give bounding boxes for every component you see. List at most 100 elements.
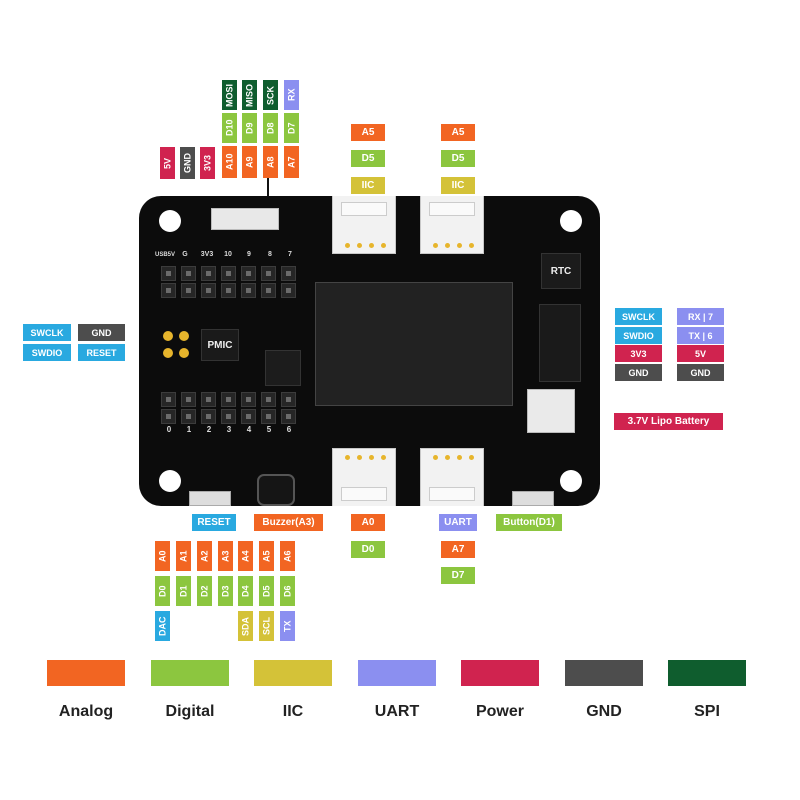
pin-label-a10: A10 [222, 146, 237, 178]
silk-label: 9 [247, 251, 251, 258]
callout-grove-d0: D0 [351, 541, 385, 558]
legend-swatch-spi [668, 660, 746, 686]
silk-label: 2 [206, 425, 212, 434]
legend-swatch-digital [151, 660, 229, 686]
pin-label-a0: A0 [155, 541, 170, 571]
header-pin [241, 409, 256, 424]
gold-pad [163, 348, 173, 358]
legend-swatch-gnd [565, 660, 643, 686]
callout-uart-d7: D7 [441, 567, 475, 584]
header-pin [201, 283, 216, 298]
header-pin [241, 283, 256, 298]
header-pin [221, 392, 236, 407]
grove-connector [332, 196, 396, 254]
silk-label: 1 [186, 425, 192, 434]
pin-label-3v3: 3V3 [200, 147, 215, 179]
pin-label-d6: D6 [280, 576, 295, 606]
silk-label: 0 [166, 425, 172, 434]
pin-label-d5: D5 [259, 576, 274, 606]
header-pin [281, 283, 296, 298]
swd-reset: RESET [78, 344, 125, 361]
pin-label-miso: MISO [242, 80, 257, 110]
header-pin [221, 409, 236, 424]
pin-label-a8: A8 [263, 146, 278, 178]
pin-label-5v: 5V [160, 147, 175, 179]
silk-label: 4 [246, 425, 252, 434]
grove-tr-analog: A5 [441, 124, 475, 141]
grove-tl-analog: A5 [351, 124, 385, 141]
pin-label-d9: D9 [242, 113, 257, 143]
header-pin [261, 266, 276, 281]
header-pin [181, 392, 196, 407]
gold-pad [179, 331, 189, 341]
grove-tl-digital: D5 [351, 150, 385, 167]
pin-label-d7: D7 [284, 113, 299, 143]
right-gnd-1: GND [615, 364, 662, 381]
legend-label-uart: UART [374, 703, 420, 720]
header-pin [281, 409, 296, 424]
header-pin [201, 266, 216, 281]
pin-label-d4: D4 [238, 576, 253, 606]
legend-label-power: Power [475, 703, 524, 720]
pin-label-mosi: MOSI [222, 80, 237, 110]
header-pin [281, 392, 296, 407]
legend-label-spi: SPI [694, 703, 720, 720]
legend-label-digital: Digital [165, 703, 215, 720]
silk-label: 3V3 [200, 251, 214, 258]
silk-label: 7 [288, 251, 292, 258]
pin-label-d1: D1 [176, 576, 191, 606]
header-pin [221, 283, 236, 298]
pin-label-a9: A9 [242, 146, 257, 178]
header-pin [161, 283, 176, 298]
callout-grove-a0: A0 [351, 514, 385, 531]
pin-label-d3: D3 [218, 576, 233, 606]
header-pin [181, 409, 196, 424]
callout-reset: RESET [192, 514, 236, 531]
silk-label: 8 [268, 251, 272, 258]
rtc-chip: RTC [541, 253, 581, 289]
swd-gnd: GND [78, 324, 125, 341]
pin-label-scl: SCL [259, 611, 274, 641]
swd-swdio: SWDIO [23, 344, 71, 361]
pin-label-dac: DAC [155, 611, 170, 641]
pin-label-gnd: GND [180, 147, 195, 179]
buzzer [257, 474, 295, 506]
legend-swatch-iic [254, 660, 332, 686]
pin-label-sda: SDA [238, 611, 253, 641]
grove-tl-iic: IIC [351, 177, 385, 194]
header-pin [161, 392, 176, 407]
header-pin [261, 392, 276, 407]
mount-hole [159, 470, 181, 492]
mount-hole [159, 210, 181, 232]
header-pin [181, 283, 196, 298]
mount-hole [560, 210, 582, 232]
header-pin [161, 409, 176, 424]
grove-connector [332, 448, 396, 506]
right-swclk: SWCLK [615, 308, 662, 325]
swd-swclk: SWCLK [23, 324, 71, 341]
right-tx6: TX | 6 [677, 327, 724, 344]
battery-connector [527, 389, 575, 433]
right-5v: 5V [677, 345, 724, 362]
reset-button[interactable] [189, 491, 231, 506]
header-pin [281, 266, 296, 281]
silk-label: G [182, 251, 188, 258]
user-button[interactable] [512, 491, 554, 506]
pin-label-d0: D0 [155, 576, 170, 606]
pin-label-d10: D10 [222, 113, 237, 143]
chip [265, 350, 301, 386]
grove-connector [420, 196, 484, 254]
legend-swatch-uart [358, 660, 436, 686]
legend-swatch-power [461, 660, 539, 686]
pin-label-a6: A6 [280, 541, 295, 571]
header-pin [241, 266, 256, 281]
header-pin [241, 392, 256, 407]
legend-swatch-analog [47, 660, 125, 686]
right-rx7: RX | 7 [677, 308, 724, 325]
right-swdio: SWDIO [615, 327, 662, 344]
header-pin [181, 266, 196, 281]
pin-label-a7: A7 [284, 146, 299, 178]
silk-label: 5 [266, 425, 272, 434]
header-pin [201, 392, 216, 407]
callout-uart-a7: A7 [441, 541, 475, 558]
